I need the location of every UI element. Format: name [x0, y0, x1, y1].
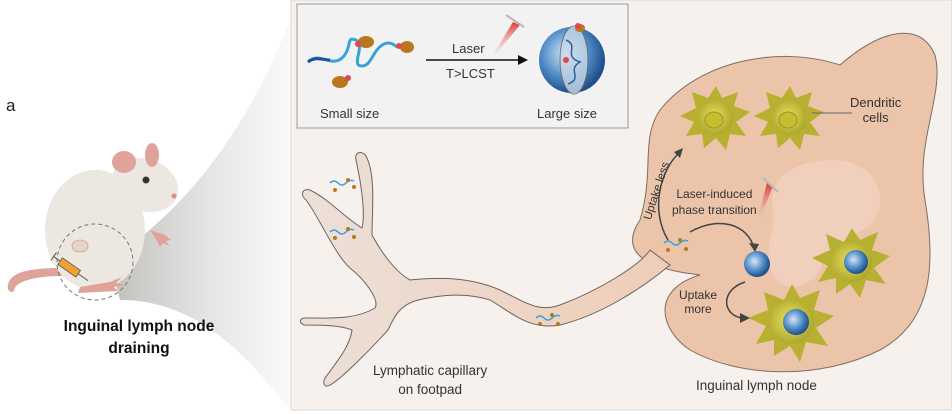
- small-polymer: [329, 178, 356, 192]
- panel-letter: a: [6, 96, 16, 115]
- transition-arrowhead: [518, 55, 528, 65]
- inguinal-lymph-node-label: Inguinal lymph node: [696, 378, 817, 393]
- uptake-less-arrowhead: [674, 148, 683, 158]
- mouse-eye: [142, 176, 150, 184]
- mouse-hind-foot: [78, 277, 124, 293]
- inset-laser-beam: [494, 22, 520, 54]
- large-size-label: Large size: [537, 106, 597, 121]
- laser-label: Laser: [452, 41, 485, 56]
- phase-transition-arrow: [689, 222, 755, 249]
- mouse-caption-line2: draining: [108, 340, 170, 357]
- inset-laser-head: [505, 14, 525, 28]
- dendritic-cell: [680, 86, 750, 150]
- uptake-more-arrowhead: [740, 313, 750, 323]
- laser-induced-label: Laser-induced phase transition: [672, 186, 757, 218]
- mouse-ear-back: [145, 143, 159, 167]
- mouse-front-paw: [150, 230, 171, 247]
- injection-site-circle: [56, 223, 134, 301]
- small-polymer: [663, 238, 689, 252]
- lymph-node-icon: [71, 239, 89, 253]
- mouse-caption-line1: Inguinal lymph node: [63, 318, 215, 335]
- lcst-label: T>LCST: [446, 66, 495, 81]
- mouse-body: [45, 170, 145, 290]
- dendritic-cells-label-line1: Dendritic: [850, 95, 902, 110]
- lymphatic-capillary-line2: on footpad: [398, 382, 463, 397]
- mouse-nose: [171, 193, 177, 199]
- phase-transition-arrowhead: [749, 243, 759, 252]
- small-polymer: [535, 313, 561, 326]
- mouse-tail: [7, 268, 62, 293]
- dendritic-cell-with-particle: [748, 284, 834, 362]
- lymphatic-capillary: [299, 152, 671, 387]
- lymphatic-capillary-line1: Lymphatic capillary: [373, 363, 488, 378]
- laser-induced-line2: phase transition: [672, 203, 757, 217]
- mouse-ear-front: [112, 151, 136, 173]
- large-nanoparticle-inset: [539, 23, 605, 95]
- small-size-label: Small size: [320, 106, 380, 121]
- small-polymer-large: [306, 36, 414, 88]
- laser-head: [762, 177, 779, 193]
- laser-beam: [757, 183, 773, 222]
- small-polymer: [329, 227, 356, 240]
- uptake-more-arrow: [726, 281, 746, 319]
- mouse-illustration: [7, 143, 179, 301]
- mouse-caption: Inguinal lymph node draining: [4, 316, 274, 360]
- lymph-node-inner-region: [768, 160, 880, 287]
- dendritic-cell: [754, 86, 824, 150]
- syringe-icon: [50, 252, 89, 282]
- dendritic-cells-label: Dendritic cells: [850, 95, 901, 125]
- dendritic-cell-with-particle: [812, 228, 890, 298]
- uptake-more-line2: more: [684, 302, 712, 316]
- lymphatic-capillary-label: Lymphatic capillary on footpad: [373, 361, 487, 399]
- uptake-less-arrow: [657, 151, 681, 241]
- zoom-cone: [110, 20, 290, 410]
- large-nanoparticle: [744, 251, 770, 277]
- laser-induced-line1: Laser-induced: [676, 187, 753, 201]
- dendritic-cells-label-line2: cells: [862, 110, 889, 125]
- uptake-more-label: Uptake more: [679, 288, 717, 316]
- uptake-more-line1: Uptake: [679, 288, 718, 302]
